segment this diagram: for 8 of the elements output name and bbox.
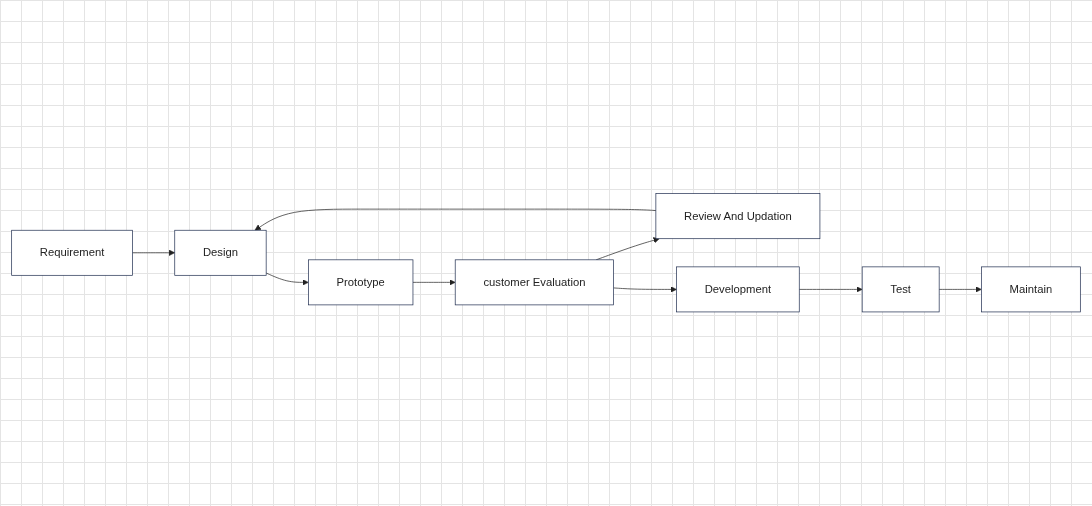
node-box: Test — [861, 266, 940, 313]
node-box: Maintain — [981, 266, 1081, 313]
node-box: customer Evaluation — [454, 259, 614, 306]
node-box: Prototype — [308, 259, 414, 306]
node-box: Review And Updation — [655, 193, 821, 240]
node-box: Requirement — [11, 230, 133, 276]
node-box: Design — [174, 230, 267, 276]
node-box: Development — [676, 266, 800, 313]
